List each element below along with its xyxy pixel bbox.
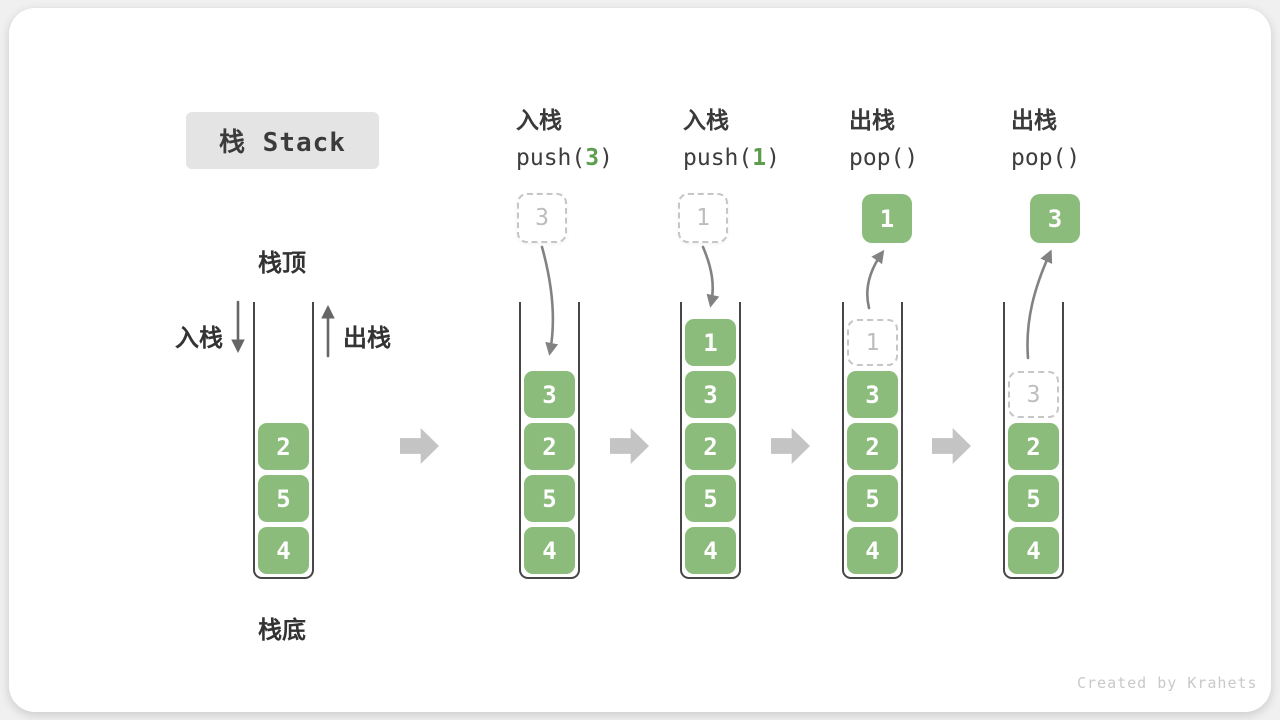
stack-cell: 4 bbox=[1008, 527, 1059, 574]
stack-cell: 2 bbox=[258, 423, 309, 470]
op-code-fn: push( bbox=[516, 145, 586, 171]
op-code-close: ) bbox=[1066, 145, 1081, 171]
diagram-title-text: 栈 Stack bbox=[219, 128, 346, 158]
stage-transition-arrow-icon bbox=[400, 428, 439, 464]
push-direction-label: 入栈 bbox=[175, 324, 223, 352]
op-code-close: ) bbox=[766, 145, 780, 171]
op-cn-label: 出栈 bbox=[1011, 108, 1057, 134]
op-header-push-1: 入栈 push(1) bbox=[683, 106, 780, 173]
stack-cell: 5 bbox=[524, 475, 575, 522]
op-cn-label: 出栈 bbox=[849, 108, 895, 134]
op-header-push-3: 入栈 push(3) bbox=[516, 106, 613, 173]
diagram-title: 栈 Stack bbox=[186, 112, 379, 169]
popped-element-box: 3 bbox=[1030, 194, 1080, 243]
op-code-label: push(1) bbox=[683, 143, 780, 173]
op-code-label: pop() bbox=[1011, 143, 1080, 173]
stack-cell: 4 bbox=[258, 527, 309, 574]
push-flow-arrow-icon bbox=[701, 245, 720, 308]
stack-cell: 3 bbox=[847, 371, 898, 418]
stack-cell: 4 bbox=[685, 527, 736, 574]
watermark: Created by Krahets bbox=[1077, 674, 1258, 692]
op-cn-label: 入栈 bbox=[516, 108, 562, 134]
stack-cell: 2 bbox=[847, 423, 898, 470]
op-code-fn: pop( bbox=[1011, 145, 1067, 171]
pop-flow-arrow-icon bbox=[865, 249, 885, 310]
op-header-pop-2: 出栈 pop() bbox=[1011, 106, 1080, 173]
stack-cell: 1 bbox=[685, 319, 736, 366]
stack-cell: 5 bbox=[685, 475, 736, 522]
removed-element-ghost: 3 bbox=[1008, 371, 1059, 418]
stack-cell: 3 bbox=[524, 371, 575, 418]
stack-cell: 2 bbox=[1008, 423, 1059, 470]
op-code-arg: 1 bbox=[752, 145, 767, 171]
op-code-fn: pop( bbox=[849, 145, 905, 171]
stage-transition-arrow-icon bbox=[610, 428, 649, 464]
op-cn-label: 入栈 bbox=[683, 108, 729, 134]
removed-element-ghost: 1 bbox=[847, 319, 898, 366]
op-code-close: ) bbox=[904, 145, 919, 171]
incoming-element-box: 1 bbox=[678, 193, 728, 243]
op-code-label: push(3) bbox=[516, 143, 613, 173]
stack-top-label: 栈顶 bbox=[258, 249, 306, 277]
stack-cell: 4 bbox=[524, 527, 575, 574]
stack-bottom-label: 栈底 bbox=[258, 616, 306, 644]
op-code-label: pop() bbox=[849, 143, 918, 173]
incoming-element-box: 3 bbox=[517, 193, 567, 243]
stack-cell: 3 bbox=[685, 371, 736, 418]
op-code-arg: 3 bbox=[585, 145, 600, 171]
stage-transition-arrow-icon bbox=[932, 428, 971, 464]
op-code-close: ) bbox=[599, 145, 613, 171]
stack-cell: 2 bbox=[685, 423, 736, 470]
stack-cell: 2 bbox=[524, 423, 575, 470]
popped-element-box: 1 bbox=[862, 194, 912, 243]
stack-cell: 5 bbox=[1008, 475, 1059, 522]
op-header-pop-1: 出栈 pop() bbox=[849, 106, 918, 173]
pop-direction-label: 出栈 bbox=[343, 324, 391, 352]
stack-cell: 5 bbox=[258, 475, 309, 522]
stage-transition-arrow-icon bbox=[771, 428, 810, 464]
stack-cell: 5 bbox=[847, 475, 898, 522]
stack-cell: 4 bbox=[847, 527, 898, 574]
op-code-fn: push( bbox=[683, 145, 753, 171]
